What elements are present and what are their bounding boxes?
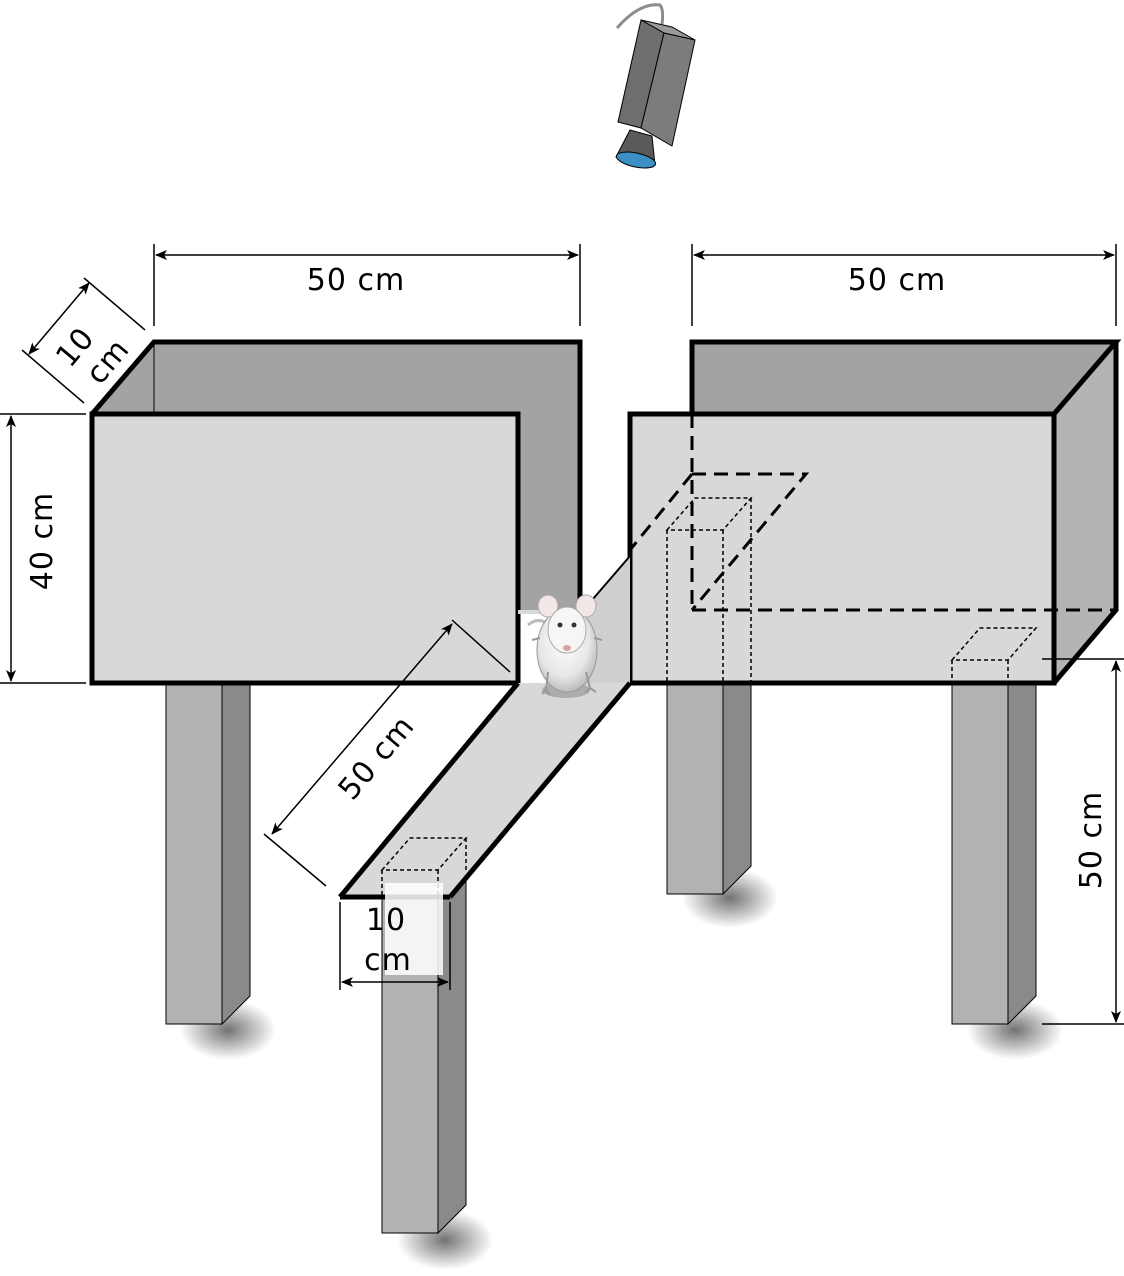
left-box-front-wall [89, 411, 521, 686]
corridor-floor [340, 683, 630, 897]
camera-icon [615, 3, 696, 169]
leg-right-box-inner [666, 683, 752, 896]
leg-right-box-outer [951, 654, 1037, 1026]
right-box-front-wall [627, 411, 1057, 686]
corridor-width-unit-label: cm [364, 943, 412, 978]
leg-height-label: 50 cm [1074, 791, 1109, 889]
left-box-height-label: 40 cm [25, 492, 60, 590]
leg-left-box [165, 683, 251, 1026]
rat-icon [527, 594, 603, 698]
left-box-back-wall [92, 342, 580, 614]
hidden-leg-top [665, 497, 1038, 684]
right-box-hidden-edges [690, 414, 1116, 612]
right-box-width-label: 50 cm [848, 263, 946, 298]
right-box-back-wall [692, 342, 1116, 414]
left-box [89, 339, 583, 686]
right-box [627, 339, 1122, 686]
corridor-width-value-label: 10 [366, 903, 406, 938]
left-box-width-label: 50 cm [307, 263, 405, 298]
corridor-length-label: 50 cm [332, 709, 422, 807]
dimension-lines [0, 244, 1124, 1025]
